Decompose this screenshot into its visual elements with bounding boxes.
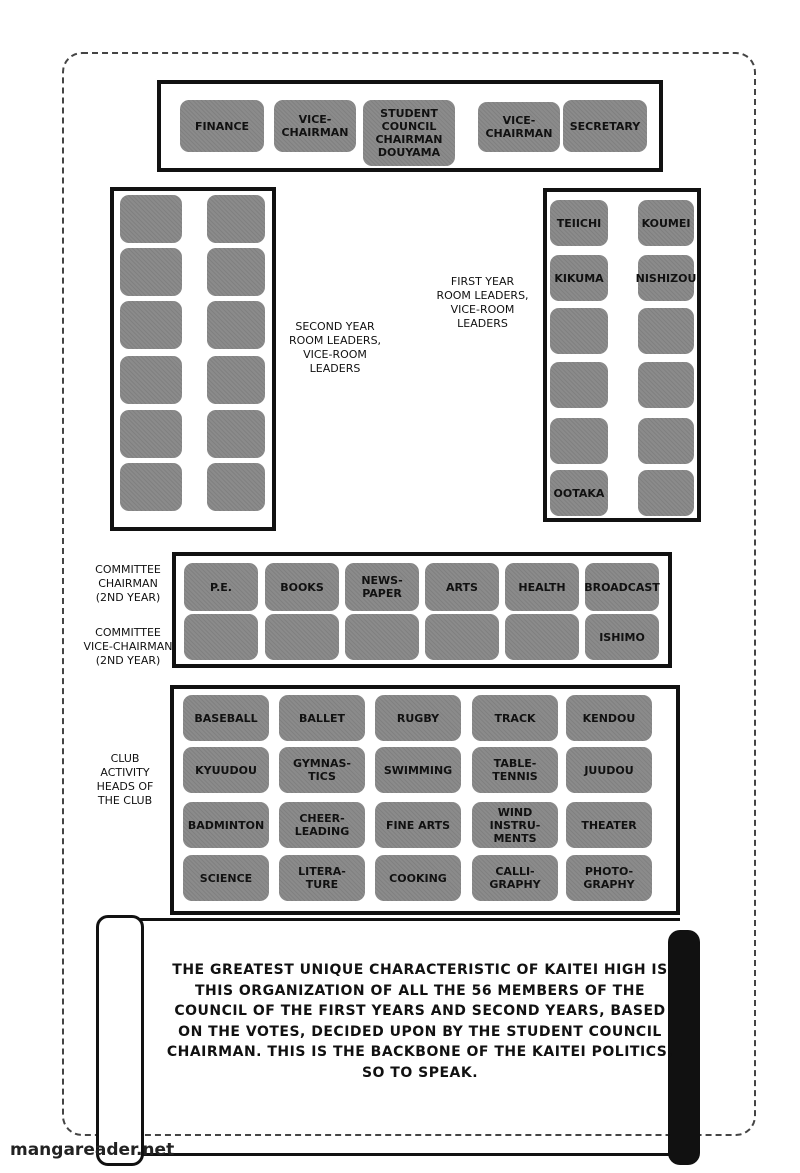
room-leader-box xyxy=(120,195,182,243)
committee-vice-label: COMMITTEE VICE-CHAIRMAN (2ND YEAR) xyxy=(83,626,173,667)
council-role-box: VICE- CHAIRMAN xyxy=(478,102,560,152)
council-role-box: FINANCE xyxy=(180,100,264,152)
committee-chair-box: BOOKS xyxy=(265,563,339,611)
scroll-right-roll xyxy=(668,930,700,1165)
club-box: KENDOU xyxy=(566,695,652,741)
scroll-banner xyxy=(120,918,680,1156)
vice-room-leader-box xyxy=(207,463,265,511)
committee-chair-box: P.E. xyxy=(184,563,258,611)
club-box: SWIMMING xyxy=(375,747,461,793)
room-leader-box xyxy=(120,463,182,511)
club-box: BADMINTON xyxy=(183,802,269,848)
club-box: LITERA- TURE xyxy=(279,855,365,901)
club-box: SCIENCE xyxy=(183,855,269,901)
room-leader-box xyxy=(120,301,182,349)
club-box: WIND INSTRU- MENTS xyxy=(472,802,558,848)
club-box: TRACK xyxy=(472,695,558,741)
room-leader-box: KIKUMA xyxy=(550,255,608,301)
club-box: RUGBY xyxy=(375,695,461,741)
committee-chair-label: COMMITTEE CHAIRMAN (2ND YEAR) xyxy=(95,563,161,604)
vice-room-leader-box xyxy=(638,470,694,516)
committee-vice-box xyxy=(265,614,339,660)
committee-vice-box xyxy=(505,614,579,660)
vice-room-leader-box xyxy=(638,362,694,408)
first-year-label: FIRST YEAR ROOM LEADERS, VICE-ROOM LEADE… xyxy=(436,275,529,330)
club-box: BALLET xyxy=(279,695,365,741)
committee-vice-box xyxy=(425,614,499,660)
committee-vice-box xyxy=(345,614,419,660)
club-box: KYUUDOU xyxy=(183,747,269,793)
club-box: CALLI- GRAPHY xyxy=(472,855,558,901)
vice-room-leader-box xyxy=(638,418,694,464)
committee-chair-box: NEWS- PAPER xyxy=(345,563,419,611)
vice-room-leader-box xyxy=(207,356,265,404)
room-leader-box xyxy=(550,418,608,464)
second-year-label: SECOND YEAR ROOM LEADERS, VICE-ROOM LEAD… xyxy=(288,320,382,375)
room-leader-box xyxy=(550,362,608,408)
club-box: FINE ARTS xyxy=(375,802,461,848)
vice-room-leader-box xyxy=(207,301,265,349)
club-label: CLUB ACTIVITY HEADS OF THE CLUB xyxy=(96,752,154,807)
room-leader-box xyxy=(550,308,608,354)
committee-vice-box xyxy=(184,614,258,660)
council-role-box: STUDENT COUNCIL CHAIRMAN DOUYAMA xyxy=(363,100,455,166)
club-box: JUUDOU xyxy=(566,747,652,793)
vice-room-leader-box xyxy=(207,248,265,296)
council-role-box: SECRETARY xyxy=(563,100,647,152)
club-box: PHOTO- GRAPHY xyxy=(566,855,652,901)
vice-room-leader-box: KOUMEI xyxy=(638,200,694,246)
vice-room-leader-box xyxy=(638,308,694,354)
council-role-box: VICE- CHAIRMAN xyxy=(274,100,356,152)
committee-vice-box: ISHIMO xyxy=(585,614,659,660)
watermark: mangareader.net xyxy=(10,1140,175,1160)
committee-chair-box: HEALTH xyxy=(505,563,579,611)
scroll-text: THE GREATEST UNIQUE CHARACTERISTIC OF KA… xyxy=(166,962,674,1081)
club-box: COOKING xyxy=(375,855,461,901)
committee-chair-box: BROADCAST xyxy=(584,563,660,611)
club-box: THEATER xyxy=(566,802,652,848)
vice-room-leader-box xyxy=(207,410,265,458)
club-box: BASEBALL xyxy=(183,695,269,741)
room-leader-box: OOTAKA xyxy=(550,470,608,516)
floral-border xyxy=(62,52,756,1136)
club-box: TABLE- TENNIS xyxy=(472,747,558,793)
committee-chair-box: ARTS xyxy=(425,563,499,611)
room-leader-box: TEIICHI xyxy=(550,200,608,246)
room-leader-box xyxy=(120,356,182,404)
room-leader-box xyxy=(120,410,182,458)
scroll-left-roll xyxy=(96,915,144,1166)
room-leader-box xyxy=(120,248,182,296)
club-box: GYMNAS- TICS xyxy=(279,747,365,793)
club-box: CHEER- LEADING xyxy=(279,802,365,848)
vice-room-leader-box: NISHIZOU xyxy=(636,255,696,301)
vice-room-leader-box xyxy=(207,195,265,243)
